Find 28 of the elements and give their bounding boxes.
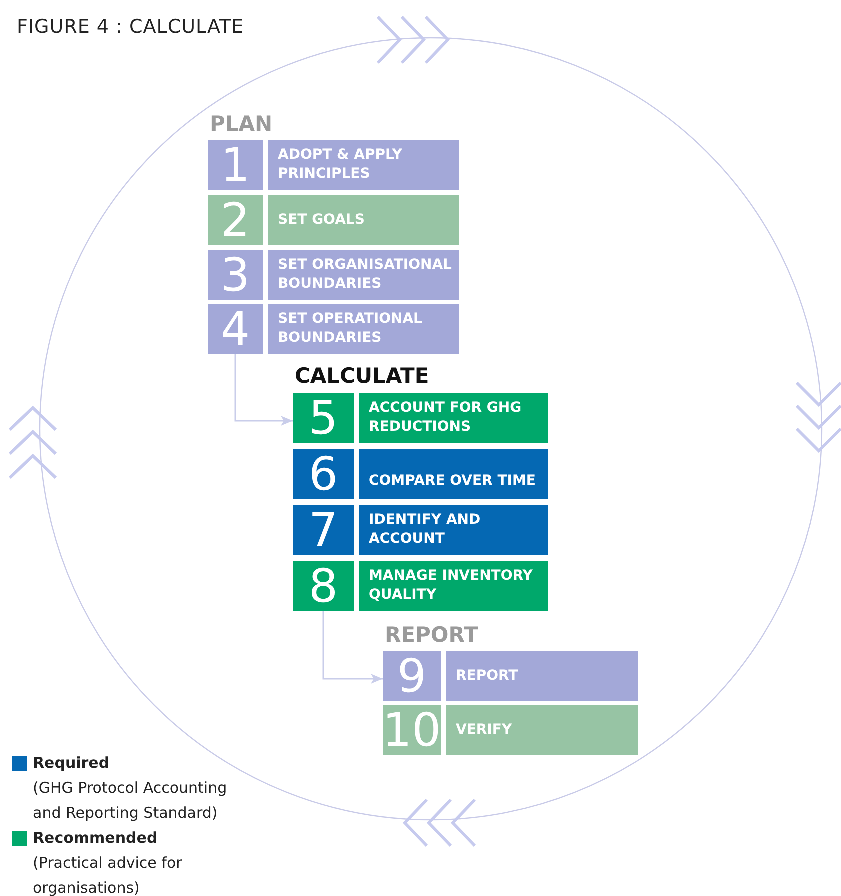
step-number: 9: [383, 651, 441, 701]
step-label: ACCOUNT FOR GHG REDUCTIONS: [359, 393, 548, 443]
step-label: SET OPERATIONAL BOUNDARIES: [268, 304, 459, 354]
step-number: 8: [293, 561, 354, 611]
step-label: MANAGE INVENTORY QUALITY: [359, 561, 548, 611]
legend-text: Recommended (Practical advice for organisations): [33, 828, 184, 896]
section-heading: CALCULATE: [295, 364, 430, 388]
figure-title: FIGURE 4 : CALCULATE: [17, 16, 244, 38]
step-number: 3: [208, 250, 263, 300]
step-number: 10: [383, 705, 441, 755]
step-label: VERIFY: [446, 705, 638, 755]
step-label: ADOPT & APPLY PRINCIPLES: [268, 140, 459, 190]
connector-arrow: [322, 611, 383, 684]
step-number: 5: [293, 393, 354, 443]
section-heading: PLAN: [210, 112, 273, 136]
connector-arrow: [234, 354, 293, 426]
section-heading: REPORT: [385, 623, 478, 647]
step-label: SET GOALS: [268, 195, 459, 245]
step-number: 1: [208, 140, 263, 190]
step-number: 2: [208, 195, 263, 245]
step-number: 4: [208, 304, 263, 354]
step-number: 7: [293, 505, 354, 555]
step-number: 6: [293, 449, 354, 499]
step-label: IDENTIFY AND ACCOUNT: [359, 505, 548, 555]
step-label: REPORT: [446, 651, 638, 701]
step-label: SET ORGANISATIONAL BOUNDARIES: [268, 250, 459, 300]
step-label: COMPARE OVER TIME: [359, 449, 548, 499]
legend-text: Required (GHG Protocol Accounting and Reporting Standard): [33, 753, 228, 824]
